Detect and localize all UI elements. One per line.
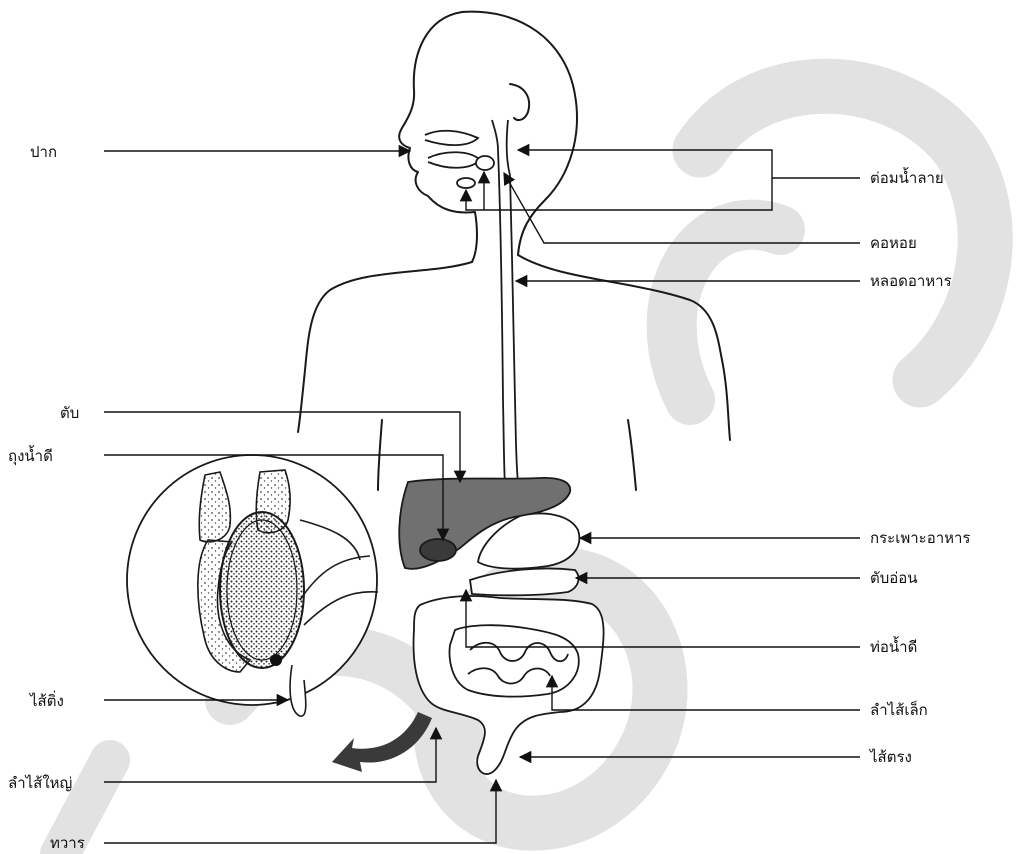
label-salivary-glands: ต่อมน้ำลาย bbox=[870, 167, 944, 187]
pancreas-shape bbox=[470, 568, 579, 595]
label-bile-duct: ท่อน้ำดี bbox=[870, 636, 917, 656]
esophagus-shape bbox=[498, 150, 518, 485]
mouth-organs bbox=[425, 120, 510, 188]
body-outline bbox=[298, 12, 730, 490]
label-esophagus: หลอดอาหาร bbox=[870, 272, 952, 290]
label-appendix: ไส้ติ่ง bbox=[29, 690, 64, 710]
label-large-intestine: ลำไส้ใหญ่ bbox=[8, 774, 72, 792]
label-pancreas: ตับอ่อน bbox=[870, 569, 918, 587]
label-small-intestine: ลำไส้เล็ก bbox=[870, 700, 928, 719]
appendix-inset bbox=[127, 455, 378, 716]
gallbladder-shape bbox=[420, 539, 456, 561]
label-anus: ทวาร bbox=[50, 834, 85, 852]
label-gallbladder: ถุงน้ำดี bbox=[8, 445, 53, 466]
label-mouth: ปาก bbox=[30, 143, 57, 161]
label-stomach: กระเพาะอาหาร bbox=[870, 529, 971, 547]
label-pharynx: คอหอย bbox=[870, 234, 917, 252]
label-liver: ตับ bbox=[60, 404, 79, 422]
label-rectum: ไส้ตรง bbox=[869, 748, 912, 766]
